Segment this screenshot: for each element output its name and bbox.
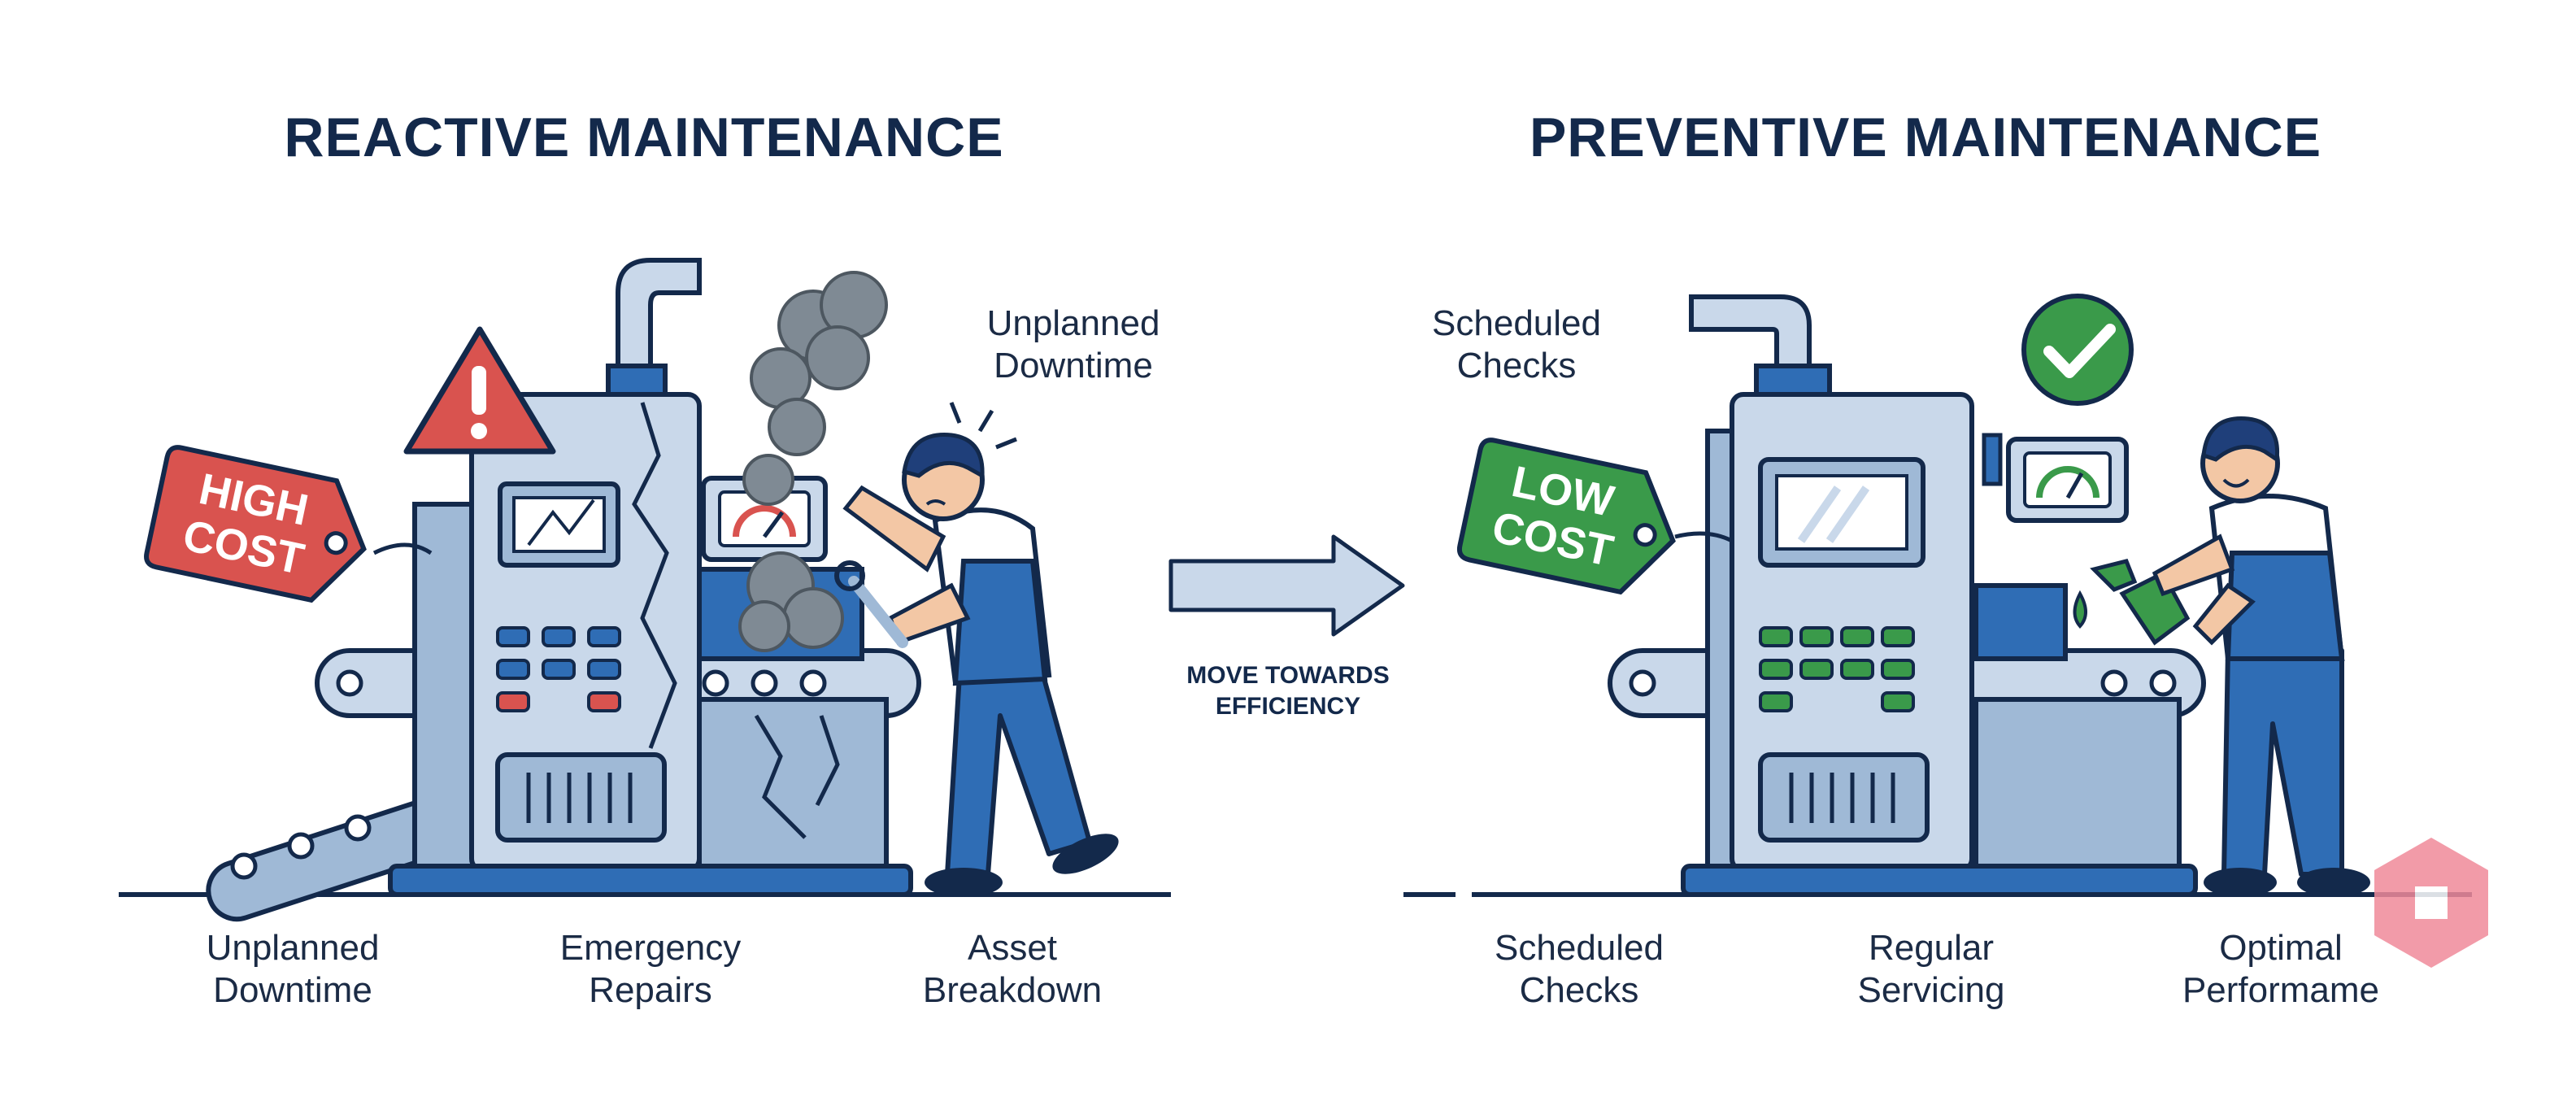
warning-icon xyxy=(403,326,556,455)
stressed-worker xyxy=(834,402,1119,897)
calm-worker xyxy=(2152,416,2370,897)
right-vent-grille xyxy=(1758,752,1930,843)
high-cost-tag: HIGH COST xyxy=(144,445,367,603)
left-machine-lower-block xyxy=(697,697,889,873)
cracked-screen xyxy=(498,481,620,568)
right-machine-base xyxy=(1681,864,2198,897)
reactive-callout-label: Unplanned Downtime xyxy=(986,303,1160,385)
preventive-caption-3: Optimal Performame xyxy=(2182,928,2380,1010)
check-icon xyxy=(2021,294,2134,406)
right-machine-lower-block xyxy=(1973,697,2182,873)
preventive-callout-label: Scheduled Checks xyxy=(1432,303,1601,385)
right-control-buttons xyxy=(1759,626,1915,712)
transition-label: MOVE TOWARDS EFFICIENCY xyxy=(1186,662,1390,720)
reactive-caption-2: Emergency Repairs xyxy=(559,928,742,1010)
reactive-panel: HIGH COST xyxy=(119,258,1171,922)
right-gauge-panel xyxy=(1982,433,2129,523)
left-gauge-panel xyxy=(701,476,828,562)
left-machine-base xyxy=(388,864,913,897)
preventive-caption-2: Regular Servicing xyxy=(1857,928,2005,1010)
smoke-cloud xyxy=(738,271,888,652)
preventive-caption-1: Scheduled Checks xyxy=(1495,928,1664,1010)
right-exhaust-pipe xyxy=(1689,294,1812,377)
left-control-buttons xyxy=(496,626,621,712)
reactive-title: REACTIVE MAINTENANCE xyxy=(284,107,1004,168)
low-cost-tag: LOW COST xyxy=(1456,438,1676,595)
left-exhaust-pipe xyxy=(616,258,702,385)
left-vent-grille xyxy=(495,752,667,843)
reactive-caption-1: Unplanned Downtime xyxy=(206,928,380,1010)
preventive-panel: LOW COST xyxy=(1403,294,2472,897)
preventive-title: PREVENTIVE MAINTENANCE xyxy=(1529,107,2322,168)
logo-watermark xyxy=(2374,838,2488,968)
healthy-screen xyxy=(1758,457,1925,568)
body-crack xyxy=(632,402,677,749)
reactive-caption-3: Asset Breakdown xyxy=(922,928,1103,1010)
transition-arrow xyxy=(1168,534,1405,637)
